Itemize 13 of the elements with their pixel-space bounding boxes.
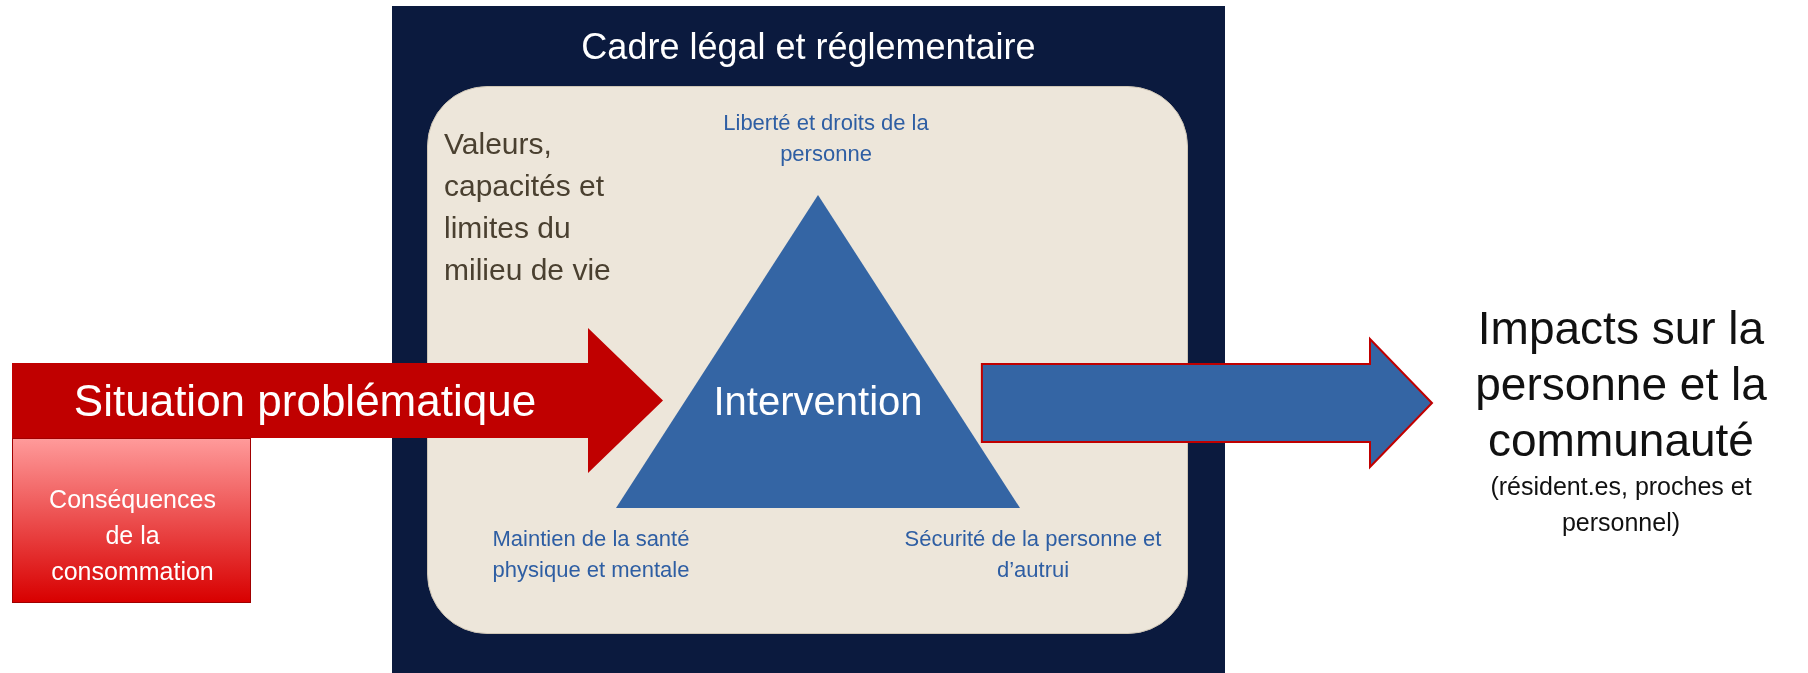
consequence-box xyxy=(12,438,251,603)
triangle-label: Intervention xyxy=(712,379,924,424)
outcome-heading: Impacts sur la personne et la communauté xyxy=(1474,301,1768,468)
block-arrow xyxy=(980,336,1434,470)
corner-label: Sécurité de la personne et d’autrui xyxy=(903,525,1163,584)
corner-label: Maintien de la santé physique et mentale xyxy=(491,525,691,584)
intervention-triangle xyxy=(616,195,1020,508)
arrow-label: Situation problématique xyxy=(72,375,538,427)
context-heading: Valeurs, capacités et limites du milieu de vie xyxy=(444,126,612,288)
corner-label: Liberté et droits de la personne xyxy=(722,109,930,168)
outcome-note: (résident.es, proches et personnel) xyxy=(1489,471,1753,538)
box-label: Conséquences de la consommation xyxy=(48,484,217,587)
panel-title: Cadre légal et réglementaire xyxy=(580,26,1037,68)
